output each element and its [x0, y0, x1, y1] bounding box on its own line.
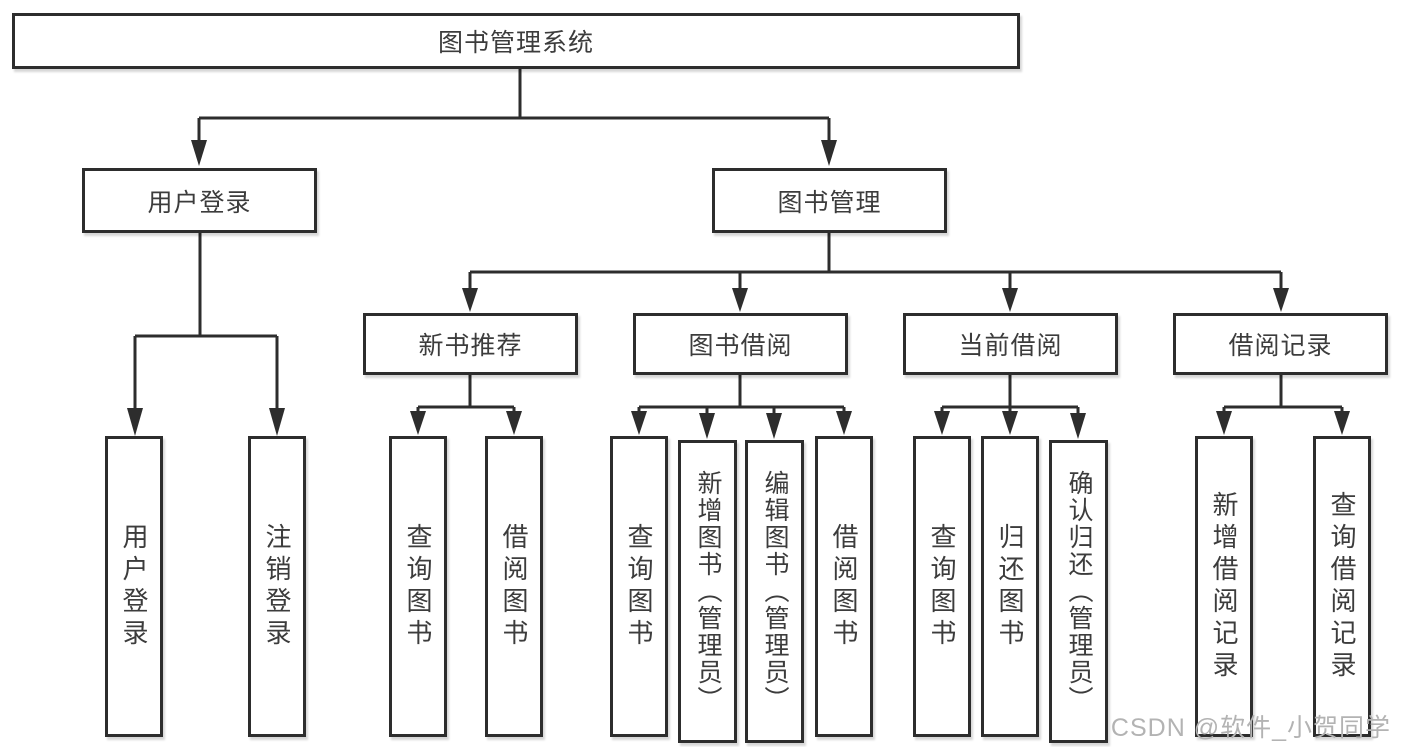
node-borrow-records: 借阅记录 — [1173, 313, 1388, 375]
leaf-current-confirm-return-admin: 确认归还（管理员） — [1049, 440, 1108, 743]
node-label: 图书管理 — [777, 188, 882, 217]
node-new-book-recommend: 新书推荐 — [363, 313, 578, 375]
node-current-borrow: 当前借阅 — [903, 313, 1118, 375]
csdn-watermark: CSDN @软件_小贺同学 — [1110, 714, 1391, 742]
leaf-label: 归还图书 — [995, 522, 1025, 651]
leaf-label: 借阅图书 — [499, 522, 529, 651]
node-book-borrow: 图书借阅 — [633, 313, 848, 375]
node-library-management-system: 图书管理系统 — [12, 13, 1020, 69]
node-label: 新书推荐 — [418, 332, 523, 360]
leaf-borrow-borrow-books: 借阅图书 — [815, 436, 873, 737]
node-book-management-branch: 图书管理 — [712, 168, 947, 233]
leaf-label: 查询图书 — [624, 522, 654, 651]
leaf-borrow-query-books: 查询图书 — [610, 436, 668, 737]
leaf-label: 查询图书 — [927, 522, 957, 651]
leaf-label: 新增图书（管理员） — [694, 470, 722, 713]
node-label: 当前借阅 — [958, 332, 1063, 360]
node-label: 图书管理系统 — [437, 29, 594, 57]
leaf-label: 查询借阅记录 — [1327, 490, 1357, 683]
leaf-current-query-books: 查询图书 — [913, 436, 971, 737]
node-user-login-branch: 用户登录 — [82, 168, 317, 233]
leaf-logout: 注销登录 — [248, 436, 306, 737]
leaf-borrow-edit-books-admin: 编辑图书（管理员） — [745, 440, 804, 743]
leaf-records-add-record: 新增借阅记录 — [1195, 436, 1253, 737]
node-label: 借阅记录 — [1228, 332, 1333, 360]
leaf-label: 新增借阅记录 — [1209, 490, 1239, 683]
leaf-recommend-query-books: 查询图书 — [389, 436, 447, 737]
leaf-label: 确认归还（管理员） — [1065, 470, 1093, 713]
leaf-label: 借阅图书 — [829, 522, 859, 651]
node-label: 用户登录 — [147, 188, 252, 217]
leaf-user-login: 用户登录 — [105, 436, 163, 737]
leaf-label: 编辑图书（管理员） — [761, 470, 789, 713]
leaf-label: 用户登录 — [119, 522, 149, 651]
leaf-borrow-add-books-admin: 新增图书（管理员） — [678, 440, 737, 743]
leaf-current-return-books: 归还图书 — [981, 436, 1039, 737]
leaf-records-query-record: 查询借阅记录 — [1313, 436, 1371, 737]
leaf-recommend-borrow-books: 借阅图书 — [485, 436, 543, 737]
leaf-label: 查询图书 — [403, 522, 433, 651]
leaf-label: 注销登录 — [262, 522, 292, 651]
node-label: 图书借阅 — [688, 332, 793, 360]
